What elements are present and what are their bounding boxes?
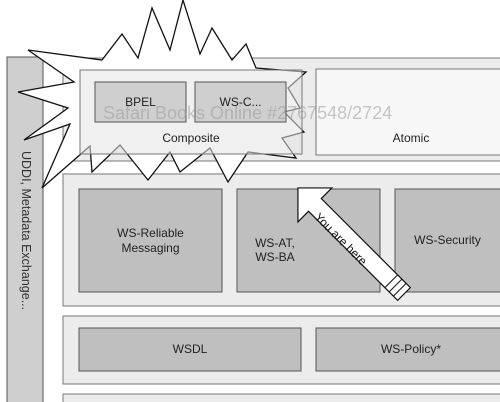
ws-c-box xyxy=(194,81,287,123)
bpel-box xyxy=(94,81,187,123)
ws-at-ba-label: WS-AT, WS-BA xyxy=(255,235,295,264)
arrow-tail-stripe xyxy=(384,274,398,288)
ws-security-label: WS-Security xyxy=(414,233,481,248)
wsdl-label: WSDL xyxy=(172,342,208,357)
side-bar xyxy=(6,56,44,402)
arrow-tail-stripe xyxy=(393,283,407,297)
ws-c-label: WS-C... xyxy=(219,94,262,109)
ws-security-box xyxy=(394,188,500,293)
atomic-box xyxy=(315,68,500,156)
arrow-tail-stripe xyxy=(388,278,403,293)
ws-policy-box xyxy=(315,327,500,372)
ws-reliable-messaging-box xyxy=(78,188,223,293)
you-are-here-arrow xyxy=(297,187,412,302)
ws-policy-label: WS-Policy* xyxy=(380,342,441,357)
atomic-label: Atomic xyxy=(392,130,430,145)
composite-label: Composite xyxy=(162,130,220,145)
bottom-layer xyxy=(62,393,500,402)
wsdl-box xyxy=(78,327,302,372)
bpel-label: BPEL xyxy=(125,94,156,109)
side-label: UDDI, Metadata Exchange... xyxy=(9,60,43,402)
watermark-text: Safari Books Online #2767548/2724 xyxy=(103,103,392,123)
ws-reliable-messaging-label: WS-Reliable Messaging xyxy=(117,226,184,255)
side-label-text: UDDI, Metadata Exchange... xyxy=(19,151,33,311)
